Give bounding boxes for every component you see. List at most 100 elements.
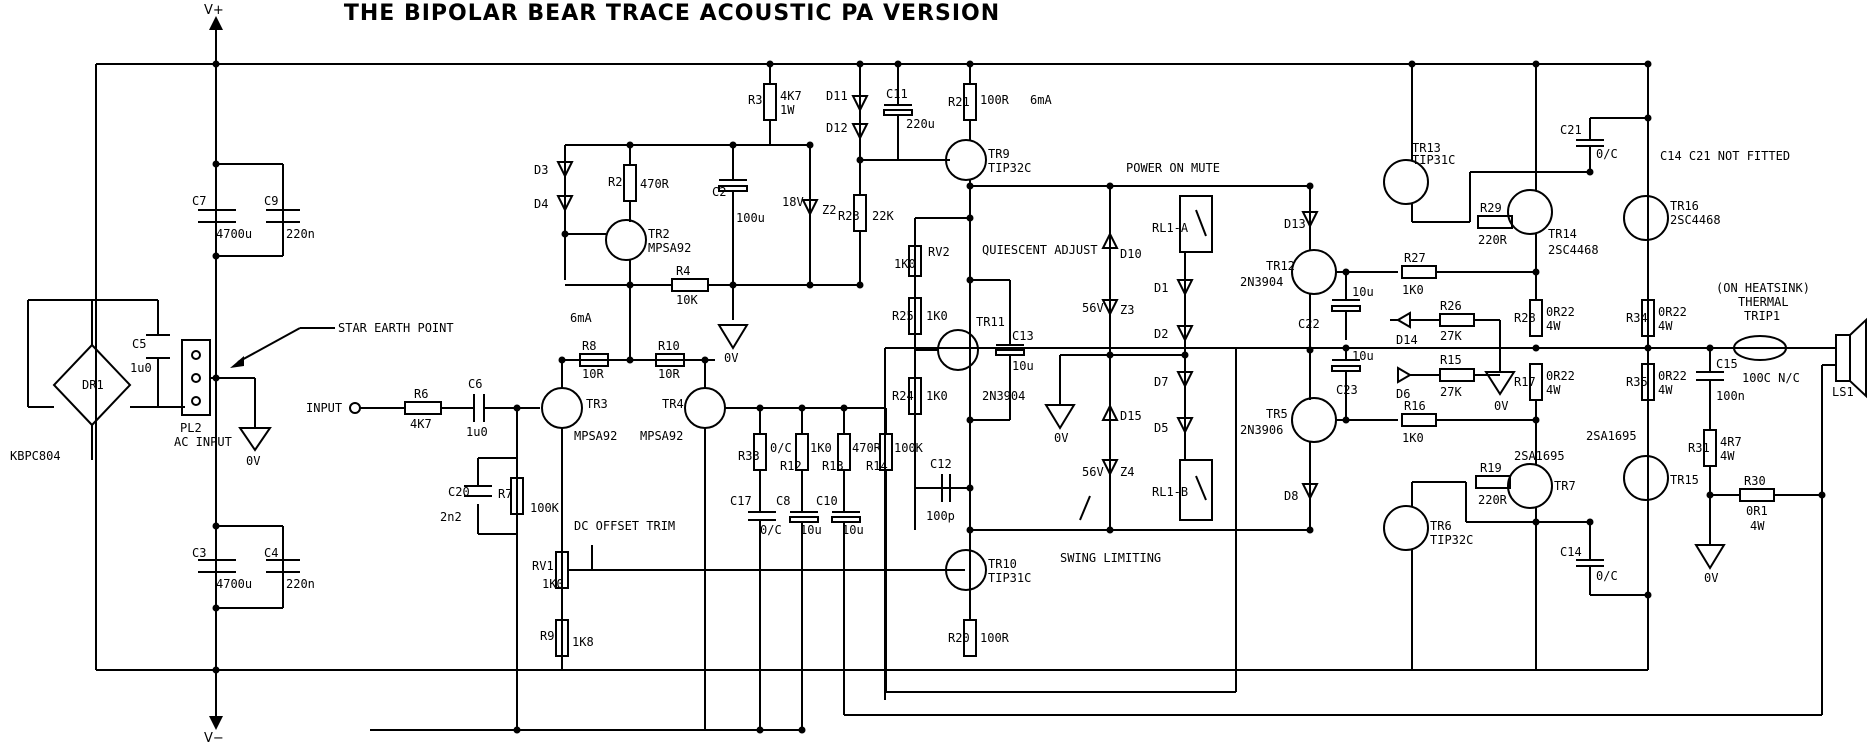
junction-dot — [856, 281, 864, 289]
tr3-part: MPSA92 — [574, 429, 617, 443]
c6-value: 1u0 — [466, 425, 488, 439]
d6-diode-icon — [1397, 366, 1412, 384]
z3-value: 56V — [1082, 301, 1104, 315]
rl1b-label: RL1-B — [1152, 485, 1188, 499]
z3-label: Z3 — [1120, 303, 1134, 317]
ls1-label: LS1 — [1832, 385, 1854, 399]
ground-symbol-icon — [238, 427, 272, 452]
c12-value: 100p — [926, 509, 955, 523]
junction-dot — [1532, 416, 1540, 424]
c22-label: C22 — [1298, 317, 1320, 331]
r31-value: 4R7 — [1720, 435, 1742, 449]
tr16-label: TR16 — [1670, 199, 1699, 213]
star-earth-arrow-icon — [230, 356, 244, 368]
c13-label: C13 — [1012, 329, 1034, 343]
r28-resistor — [1529, 299, 1543, 337]
junction-dot — [212, 160, 220, 168]
r9-resistor — [555, 619, 569, 657]
r7-resistor — [510, 477, 524, 515]
c15-value: 100n — [1716, 389, 1745, 403]
r35-resistor — [1641, 363, 1655, 401]
c7-value: 4700u — [216, 227, 252, 241]
r10-label: R10 — [658, 339, 680, 353]
r17-power: 4W — [1546, 383, 1561, 397]
junction-dot — [1818, 491, 1826, 499]
d12-label: D12 — [826, 121, 848, 135]
r30-label: R30 — [1744, 474, 1766, 488]
junction-dots — [212, 60, 1826, 734]
d4-label: D4 — [534, 197, 548, 211]
tr9-label: TR9 — [988, 147, 1010, 161]
r25-value: 1K0 — [926, 309, 948, 323]
r33-label: R33 — [738, 449, 760, 463]
c11-label: C11 — [886, 87, 908, 101]
c2-value: 100u — [736, 211, 765, 225]
tr14-transistor — [1507, 189, 1553, 235]
z4-value: 56V — [1082, 465, 1104, 479]
c5-label: C5 — [132, 337, 146, 351]
mute-zero-v: 0V — [1054, 431, 1068, 445]
tr6-label: TR6 — [1430, 519, 1452, 533]
r15-label: R15 — [1440, 353, 1462, 367]
r3-power: 1W — [780, 103, 795, 117]
d13-label: D13 — [1284, 217, 1306, 231]
vplus-rail-label: V+ — [204, 3, 224, 30]
junction-dot — [626, 141, 634, 149]
vplus-label: V+ — [204, 3, 224, 18]
ma6-label-left: 6mA — [570, 311, 592, 325]
c3-value: 4700u — [216, 577, 252, 591]
vas-ground-icon — [717, 324, 749, 350]
junction-dot — [806, 141, 814, 149]
out-ground-icon — [1484, 371, 1516, 396]
c6-label: C6 — [468, 377, 482, 391]
speaker-cone-icon — [1849, 317, 1867, 399]
junction-dot — [1644, 60, 1652, 68]
r9-value: 1K8 — [572, 635, 594, 649]
junction-dot — [1181, 351, 1189, 359]
d5-diode-icon — [1176, 417, 1194, 435]
tr3-transistor — [541, 387, 583, 429]
junction-dot — [1644, 591, 1652, 599]
junction-dot — [212, 666, 220, 674]
junction-dot — [1306, 526, 1314, 534]
tr10-transistor — [945, 549, 987, 591]
tr6-part: TIP32C — [1430, 533, 1473, 547]
r29-value: 220R — [1478, 233, 1508, 247]
vas-zero-v: 0V — [724, 351, 738, 365]
tr4-part: MPSA92 — [640, 429, 683, 443]
d4-diode-icon — [556, 195, 574, 213]
output-stage: TR13 TIP31C TR14 2SC4468 R29 220R C21 0/… — [884, 64, 1867, 715]
d14-diode-icon — [1396, 311, 1411, 329]
c11-value: 220u — [906, 117, 935, 131]
junction-dot — [513, 726, 521, 734]
pl2-pin-icon — [191, 373, 201, 383]
d7-diode-icon — [1176, 371, 1194, 389]
r10-value: 10R — [658, 367, 680, 381]
junction-dot — [729, 281, 737, 289]
ac-input-label: AC INPUT — [174, 435, 232, 449]
r34-label: R34 — [1626, 311, 1648, 325]
z2-label: Z2 — [822, 203, 836, 217]
ps-zero-v: 0V — [246, 454, 260, 468]
r24-resistor — [908, 377, 922, 415]
junction-dot — [806, 281, 814, 289]
r17-label: R17 — [1514, 375, 1536, 389]
tr13-label: TR13 — [1412, 141, 1441, 155]
c8-label: C8 — [776, 494, 790, 508]
tr4-label: TR4 — [662, 397, 684, 411]
c14-label: C14 — [1560, 545, 1582, 559]
junction-dot — [212, 374, 220, 382]
d3-diode-icon — [556, 161, 574, 179]
c10-value: 10u — [842, 523, 864, 537]
trip1-label: TRIP1 — [1744, 309, 1780, 323]
r35-value: 0R22 — [1658, 369, 1687, 383]
c11-plate — [883, 109, 913, 116]
junction-dot — [558, 356, 566, 364]
z2-zener-icon — [801, 199, 819, 217]
c13-plate — [995, 349, 1025, 356]
r4-value: 10K — [676, 293, 698, 307]
tr2-part: MPSA92 — [648, 241, 691, 255]
r27-value: 1K0 — [1402, 283, 1424, 297]
swing-limiting-label: SWING LIMITING — [1060, 551, 1161, 565]
zobel-ground-icon — [1694, 544, 1726, 570]
